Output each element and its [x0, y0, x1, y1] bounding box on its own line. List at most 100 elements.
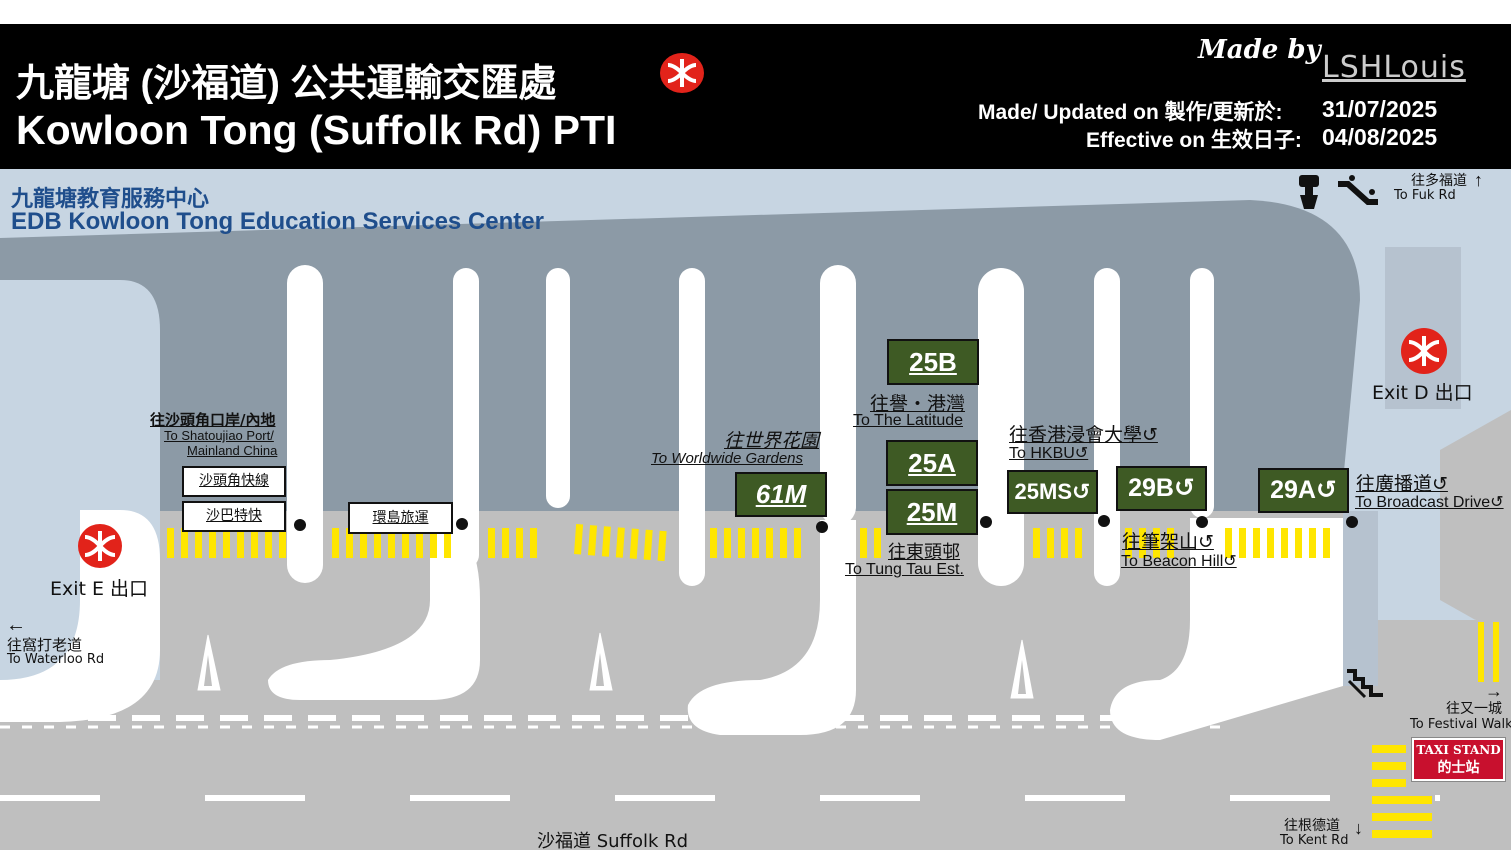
platform-stripe: [794, 528, 801, 558]
mtr-logo-icon: [660, 53, 704, 93]
platform-stripe: [1253, 528, 1260, 558]
platform-stripe: [374, 528, 381, 558]
platform-stripe: [279, 528, 286, 558]
stop4-dest2-en: To Tung Tau Est.: [845, 561, 964, 578]
stop4-dest2-zh: 往東頭邨: [888, 542, 960, 563]
route-25m[interactable]: 25M: [886, 489, 978, 535]
stop6-dest-zh: 往筆架山↺: [1122, 531, 1214, 553]
platform-stripe: [1239, 528, 1246, 558]
walkway-vertical: [1343, 511, 1378, 686]
platform-stripe: [516, 528, 523, 558]
stop3-dest-zh: 往世界花園: [724, 430, 820, 452]
platform-stripe: [346, 528, 353, 558]
stop1-box-sabah-express[interactable]: 沙巴特快: [182, 501, 286, 532]
to-kent-zh: 往根德道: [1284, 818, 1340, 834]
stop5-dest-en: To HKBU↺: [1009, 445, 1089, 462]
stop2-box-island-travel[interactable]: 環島旅運: [348, 502, 453, 534]
stop6-marker[interactable]: [1196, 516, 1208, 528]
taxi-stand-sign[interactable]: TAXI STAND 的士站: [1411, 737, 1506, 782]
stairs-icon: [1345, 667, 1385, 706]
stop1-dest-en1: To Shatoujiao Port/: [164, 428, 274, 443]
platform-stripe: [780, 528, 787, 558]
to-festival-en: To Festival Walk: [1410, 717, 1511, 732]
platform-stripe: [724, 528, 731, 558]
arrow-left-icon: ←: [6, 614, 26, 636]
route-29b[interactable]: 29B↺: [1116, 466, 1207, 511]
stop7-marker[interactable]: [1346, 516, 1358, 528]
platform-stripe: [710, 528, 717, 558]
platform-stripe: [181, 528, 188, 558]
taxi-stand-en: TAXI STAND: [1416, 743, 1501, 757]
platform-stripe: [251, 528, 258, 558]
platform-stripe: [488, 528, 495, 558]
route-25ms[interactable]: 25MS↺: [1007, 470, 1098, 514]
stop1-marker[interactable]: [294, 519, 306, 531]
platform-stripe: [530, 528, 537, 558]
stop7-dest-zh: 往廣播道↺: [1356, 473, 1448, 495]
route-25b[interactable]: 25B: [887, 339, 979, 385]
platform-stripe: [1139, 528, 1146, 558]
platform-stripe: [766, 528, 773, 558]
platform-stripe: [430, 528, 437, 558]
stop5-marker[interactable]: [1098, 515, 1110, 527]
route-25a[interactable]: 25A: [886, 440, 978, 486]
platform-stripe: [574, 524, 584, 555]
to-waterloo-zh: 往窩打老道: [7, 636, 83, 654]
arrow-down-icon: ↓: [1354, 818, 1363, 838]
taxi-stand-zh: 的士站: [1437, 760, 1480, 776]
stop4-dest1-zh: 往譽・港灣: [870, 393, 966, 415]
stop2-marker[interactable]: [456, 518, 468, 530]
road-corner: [1440, 410, 1511, 640]
exit-d-label: Exit D 出口: [1372, 382, 1473, 404]
platform-stripe: [1309, 528, 1316, 558]
to-fuk-rd-en: To Fuk Rd: [1394, 188, 1456, 203]
platform-stripe: [1075, 528, 1082, 558]
platform-stripe: [587, 525, 598, 556]
platform-stripe: [752, 528, 759, 558]
lane-markings: [0, 715, 1440, 801]
to-festival-zh: 往又一城: [1446, 701, 1502, 717]
platform-stripe: [402, 528, 409, 558]
platform-stripe: [502, 528, 509, 558]
platform-stripe: [444, 528, 451, 558]
stop3-dest-en: To Worldwide Gardens: [651, 450, 804, 467]
platform-stripe: [1047, 528, 1054, 558]
building-name-en: EDB Kowloon Tong Education Services Cent…: [11, 208, 544, 235]
to-fuk-rd-zh: 往多福道: [1411, 173, 1467, 189]
building-name-zh: 九龍塘教育服務中心: [11, 187, 210, 212]
platform-stripe: [874, 528, 881, 558]
platform-stripe: [1323, 528, 1330, 558]
to-kent-en: To Kent Rd: [1280, 833, 1349, 848]
platform-stripe: [860, 528, 867, 558]
exit-d-box: [1385, 247, 1461, 409]
platform-stripe: [738, 528, 745, 558]
to-waterloo-en: To Waterloo Rd: [7, 652, 105, 667]
stop4-marker[interactable]: [980, 516, 992, 528]
platform-stripe: [1267, 528, 1274, 558]
route-61m[interactable]: 61M: [735, 472, 827, 517]
platform-stripe: [1167, 528, 1174, 558]
platform-stripe: [332, 528, 339, 558]
platform-stripe: [1125, 528, 1132, 558]
updated-date: 31/07/2025: [1322, 96, 1438, 122]
stop1-box-sta-express[interactable]: 沙頭角快線: [182, 466, 286, 497]
arrow-up-icon: ↑: [1474, 170, 1483, 190]
effective-date: 04/08/2025: [1322, 124, 1438, 150]
stop3-marker[interactable]: [816, 521, 828, 533]
platform-stripe: [657, 530, 667, 562]
platform-stripe: [223, 528, 230, 558]
platform-stripe: [265, 528, 272, 558]
road-name: 沙福道 Suffolk Rd: [537, 831, 689, 852]
title-en: Kowloon Tong (Suffolk Rd) PTI: [16, 107, 617, 153]
mtr-logo-icon: [1400, 328, 1448, 379]
bus-islands: [0, 265, 1343, 740]
platform-stripe: [1295, 528, 1302, 558]
route-29a[interactable]: 29A↺: [1258, 468, 1349, 513]
platform-stripe: [1153, 528, 1160, 558]
mtr-logo-icon: [77, 524, 123, 573]
effective-label: Effective on 生效日子:: [1086, 129, 1302, 152]
platform-stripe: [629, 528, 639, 559]
platform-stripe: [167, 528, 174, 558]
